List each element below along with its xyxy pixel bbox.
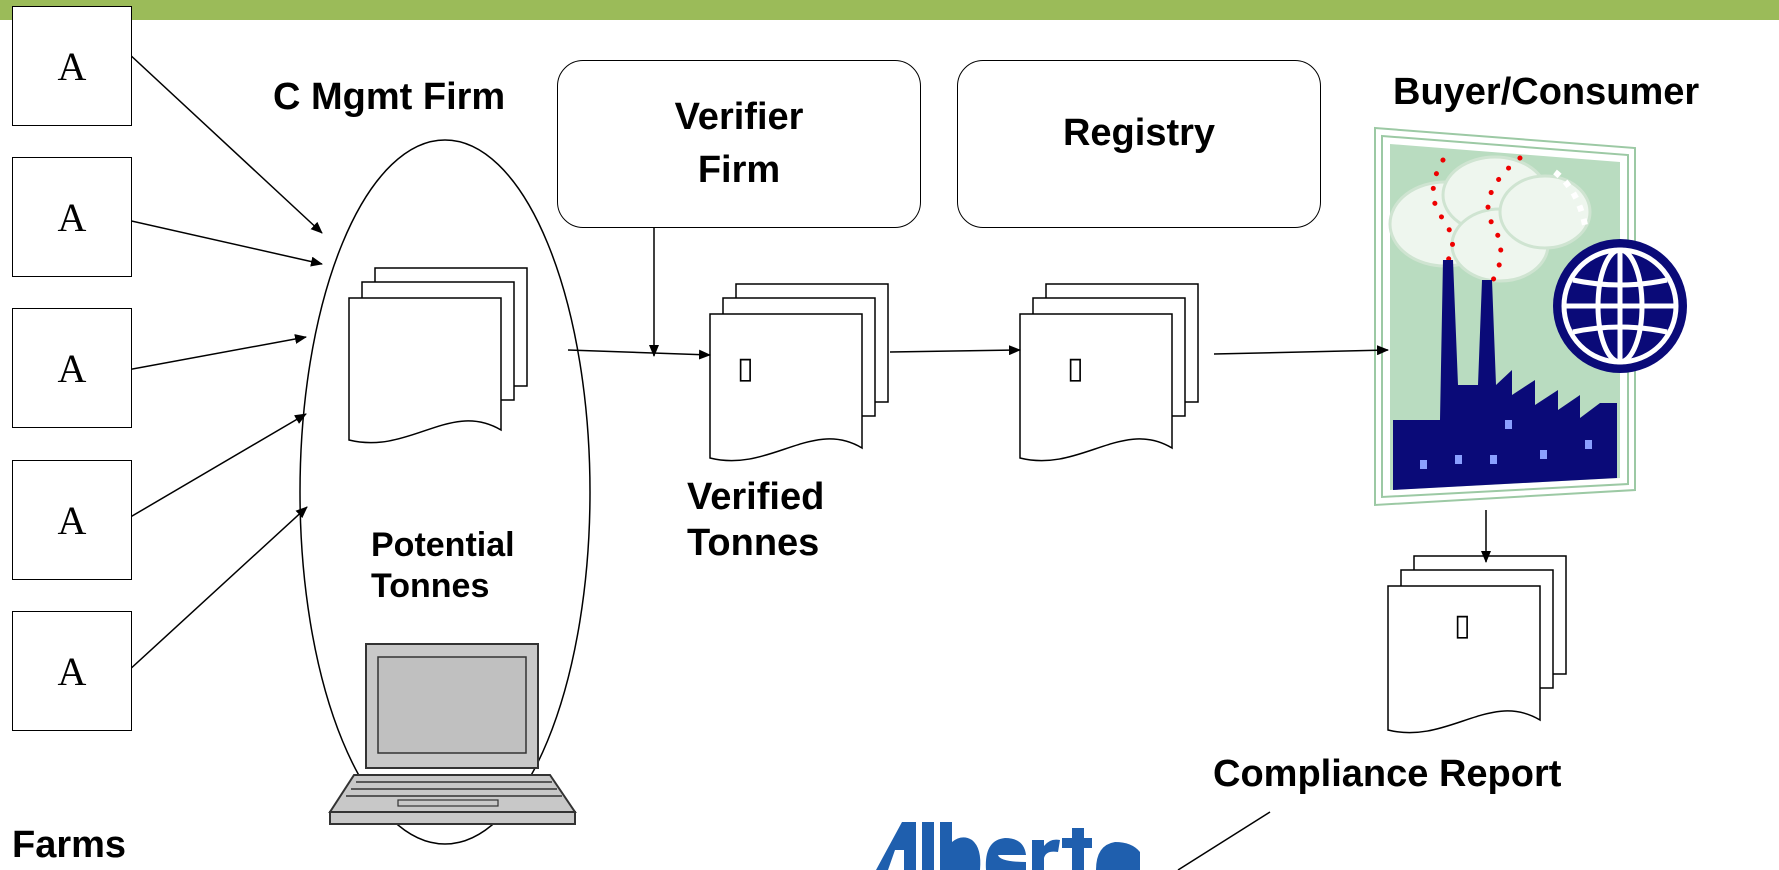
document-glyph: ▯ [1454,608,1471,643]
compliance-report-label: Compliance Report [1213,753,1562,795]
farm-arrows [126,51,323,673]
verifier-label-line2: Firm [697,149,781,191]
document-stack-icon [1387,555,1567,734]
verified-tonnes-label: Verified Tonnes [687,475,824,566]
farm-label: A [57,194,87,240]
farm-label: A [57,648,87,694]
flow-arrows [567,224,1491,870]
registry-box: Registry [957,60,1321,228]
laptop-icon [328,643,577,825]
document-stack-icon [1019,283,1199,462]
farm-box: A [12,308,132,428]
c-mgmt-firm-label: C Mgmt Firm [273,76,506,118]
farm-box: A [12,611,132,731]
buyer-consumer-label: Buyer/Consumer [1393,71,1700,113]
alberta-logo [876,822,1140,870]
potential-tonnes-label: Potential Tonnes [371,525,515,607]
verified-line2: Tonnes [687,521,820,564]
farm-label: A [57,497,87,543]
registry-label: Registry [1062,112,1216,155]
farm-box: A [12,460,132,580]
factory-icon [1374,126,1636,507]
potential-line2: Tonnes [371,566,490,605]
farms-label: Farms [12,824,127,866]
potential-line1: Potential [371,526,515,564]
farm-label: A [57,43,87,89]
title-bar [0,0,1779,20]
globe-icon [1553,239,1687,373]
farm-box: A [12,157,132,277]
document-stack-icon [348,267,528,444]
verifier-label-line1: Verifier [674,95,804,138]
farm-label: A [57,345,87,391]
document-glyph: ▯ [737,351,754,386]
document-stack-icon [709,283,889,462]
farm-box: A [12,6,132,126]
verified-line1: Verified [687,476,825,518]
document-glyph: ▯ [1067,351,1084,386]
